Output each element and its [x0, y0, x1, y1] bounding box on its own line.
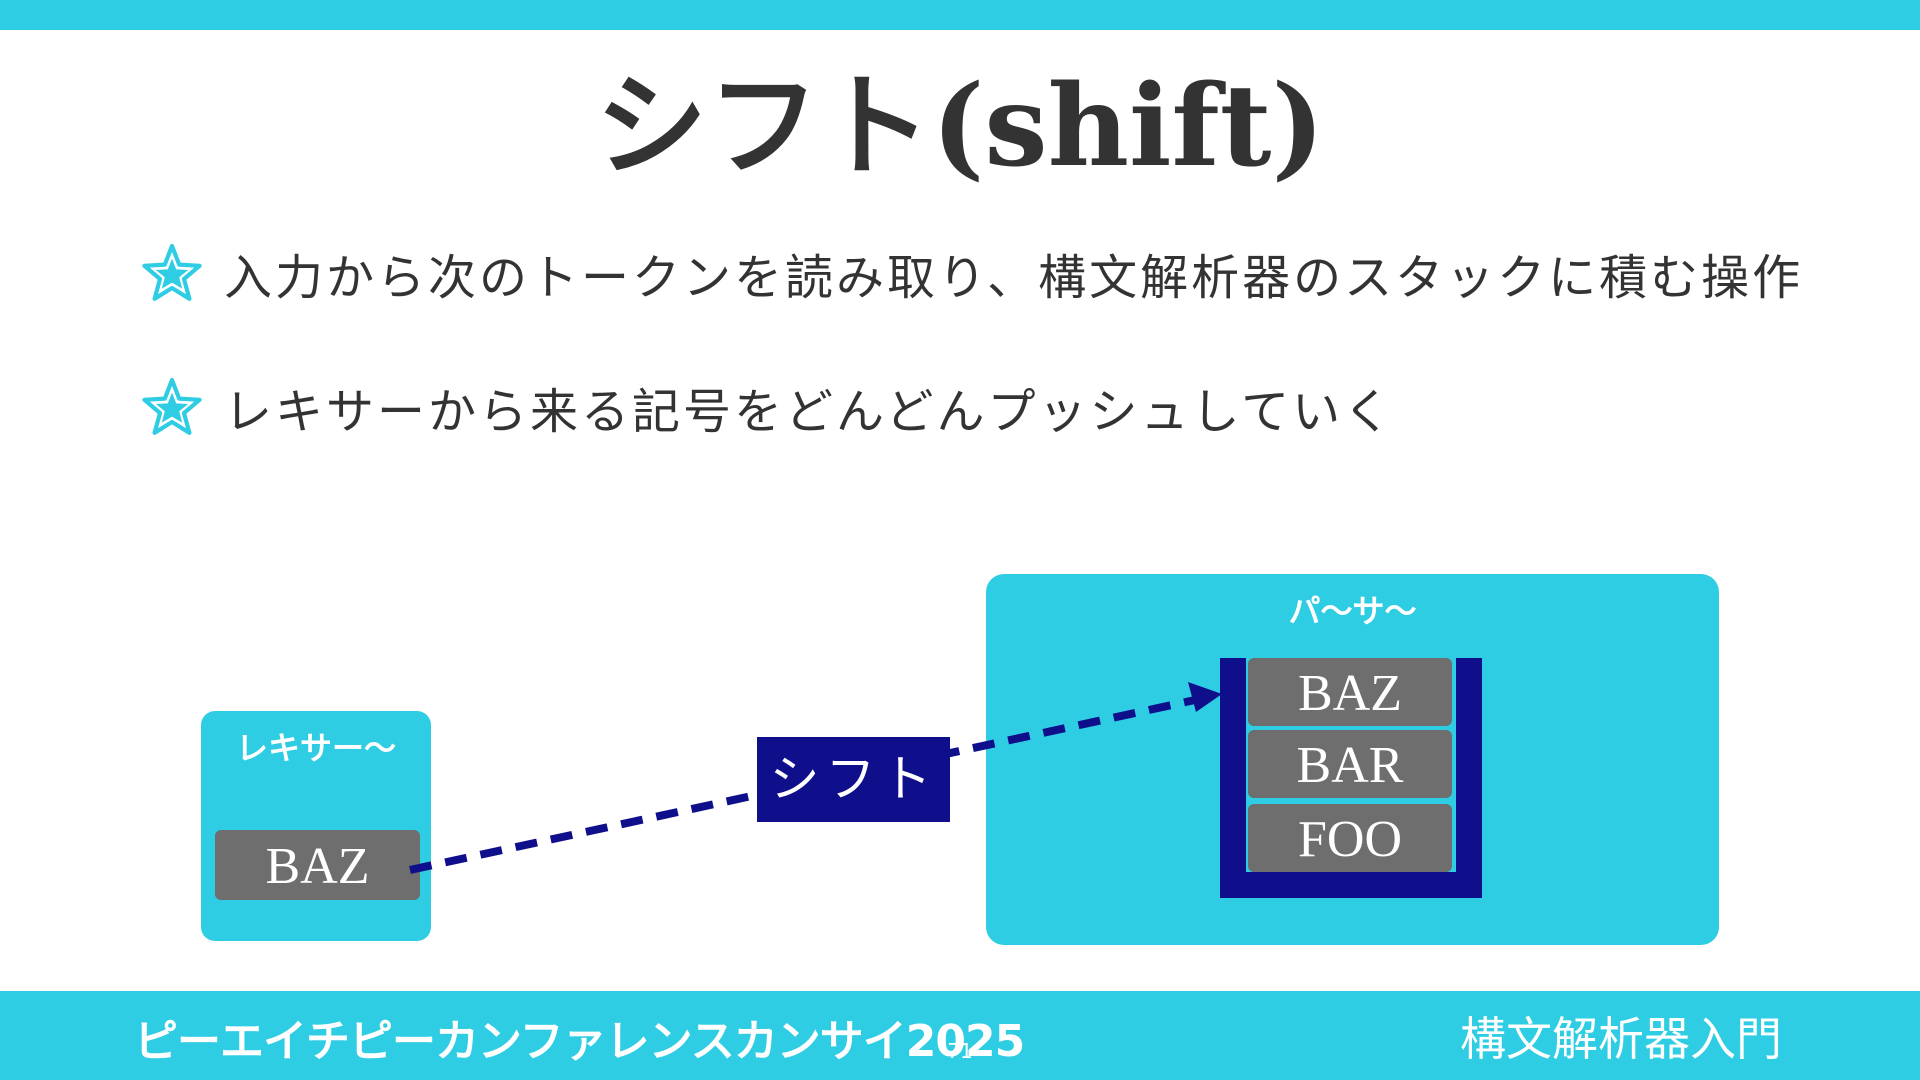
parser-label: パ〜サ〜 — [1288, 592, 1417, 630]
deck-title: 構文解析器入門 — [1460, 1012, 1782, 1066]
event-logo: ピーエイチピーカンファレンスカンサイ2025 — [134, 1016, 1025, 1067]
parser-box: パ〜サ〜 BAZ BAR FOO — [986, 574, 1719, 945]
lexer-token: BAZ — [215, 830, 420, 900]
bullet-text: 入力から次のトークンを読み取り、構文解析器のスタックに積む操作 — [224, 250, 1804, 306]
parser-stack: BAZ BAR FOO — [1220, 658, 1482, 898]
bullet-text: レキサーから来る記号をどんどんプッシュしていく — [224, 384, 1395, 440]
footer-bar: ピーエイチピーカンファレンスカンサイ2025 71 構文解析器入門 — [0, 991, 1920, 1080]
page-number: 71 — [947, 1039, 973, 1063]
bullet-item: 入力から次のトークンを読み取り、構文解析器のスタックに積む操作 — [142, 238, 1803, 308]
star-icon — [142, 243, 202, 301]
slide-title: シフト(shift) — [595, 61, 1325, 192]
stack-slot-area: BAZ BAR FOO — [1246, 658, 1456, 872]
shift-label: シフト — [757, 737, 950, 822]
stack-token: BAR — [1248, 730, 1452, 798]
stack-token: FOO — [1248, 804, 1452, 872]
stack-token: BAZ — [1248, 658, 1452, 726]
star-icon — [142, 377, 202, 435]
top-accent-bar — [0, 0, 1920, 30]
lexer-label: レキサー〜 — [235, 729, 396, 767]
lexer-box: レキサー〜 BAZ — [201, 711, 431, 941]
bullet-item: レキサーから来る記号をどんどんプッシュしていく — [142, 372, 1394, 442]
